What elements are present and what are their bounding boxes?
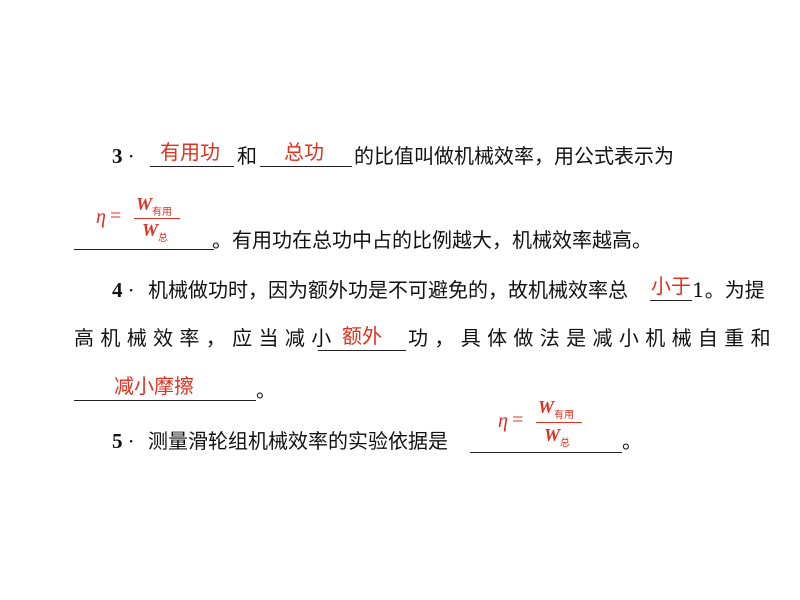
item-3-answer-2: 总功: [284, 140, 324, 164]
item-4-text-a: 机械做功时，因为额外功是不可避免的，故机械效率总: [148, 278, 628, 302]
item-4-blank-1: [650, 300, 692, 301]
item-5-text-a: 测量滑轮组机械效率的实验依据是: [148, 429, 448, 453]
item-3-blank-1: [150, 166, 234, 167]
item-5-number: 5: [112, 429, 123, 453]
eta-symbol: η: [498, 410, 508, 432]
item-5-text-end: 。: [622, 429, 642, 453]
denominator-subscript: 总: [560, 438, 570, 449]
item-3-dot: ·: [128, 144, 135, 168]
item-4-answer-3: 减小摩擦: [114, 374, 194, 398]
item-5-dot: ·: [128, 429, 135, 453]
item-5-blank: [470, 452, 622, 453]
equals-sign: =: [512, 409, 524, 431]
item-5-formula: η = W 有用 W 总: [498, 397, 598, 449]
equals-sign: =: [110, 205, 122, 227]
item-4-text-b: 1。为提: [692, 278, 765, 302]
numerator-variable: W: [136, 194, 153, 214]
item-4-answer-2: 额外: [342, 324, 382, 348]
denominator-variable: W: [544, 425, 561, 445]
item-3-answer-1: 有用功: [160, 140, 220, 164]
item-4-text-d: 。: [256, 378, 276, 402]
item-4-text-c1: 高 机 械 效 率 ， 应 当 减 小: [74, 326, 332, 350]
eta-symbol: η: [96, 206, 106, 228]
numerator-variable: W: [538, 397, 555, 417]
item-3-number: 3: [112, 144, 123, 168]
item-3-blank-3: [74, 249, 214, 250]
item-4-text-c2: 功 ， 具 体 做 法 是 减 小 机 械 自 重 和: [408, 326, 771, 350]
item-3-formula: η = W 有用 W 总: [96, 194, 196, 244]
item-3-text-he: 和: [237, 144, 257, 168]
item-3-blank-2: [260, 166, 352, 167]
item-4-number: 4: [112, 278, 123, 302]
item-4-blank-3: [74, 400, 256, 401]
item-3-text-rest: 的比值叫做机械效率，用公式表示为: [354, 144, 674, 168]
numerator-subscript: 有用: [554, 410, 574, 421]
fraction-bar: [536, 422, 582, 423]
item-4-answer-1: 小于: [651, 274, 691, 298]
denominator-variable: W: [142, 220, 159, 240]
item-3-text-line2: 。有用功在总功中占的比例越大，机械效率越高。: [212, 228, 652, 252]
numerator-subscript: 有用: [152, 207, 172, 218]
fraction-bar: [134, 218, 180, 219]
item-4-dot: ·: [128, 278, 135, 302]
item-4-blank-2: [318, 350, 406, 351]
denominator-subscript: 总: [158, 233, 168, 244]
